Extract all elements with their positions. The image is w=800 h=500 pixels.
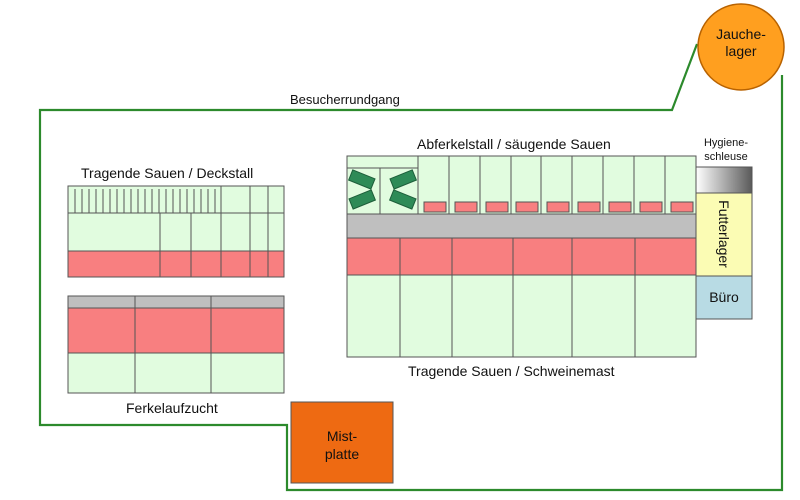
feed-storage (695, 192, 753, 277)
farrowing-crate-pads (423, 201, 694, 213)
office (695, 275, 753, 320)
piglet-rearing-building (67, 295, 285, 394)
office-label: Büro (709, 289, 739, 305)
mating-stall-building (67, 185, 285, 278)
manure-plate (290, 401, 394, 484)
sow-crates (347, 169, 418, 210)
feed-storage-label: Futterlager (716, 200, 732, 268)
visitor-path-line (38, 43, 784, 492)
main-barn (346, 155, 697, 358)
piglet-rearing-title: Ferkelaufzucht (126, 400, 218, 416)
hygiene-lock (695, 166, 753, 194)
hygiene-lock-label: Hygiene- schleuse (703, 137, 749, 163)
farrowing-title: Abferkelstall / säugende Sauen (417, 136, 611, 152)
liquid-manure-label: Jauche- lager (716, 26, 766, 59)
fattening-title: Tragende Sauen / Schweinemast (408, 363, 615, 379)
mating-stall-title: Tragende Sauen / Deckstall (81, 165, 254, 181)
manure-plate-label: Mist- platte (324, 428, 360, 462)
mating-crates (74, 189, 216, 213)
aisle (346, 213, 697, 239)
visitor-path-label: Besucherrundgang (290, 92, 400, 107)
liquid-manure-tank (697, 3, 785, 91)
